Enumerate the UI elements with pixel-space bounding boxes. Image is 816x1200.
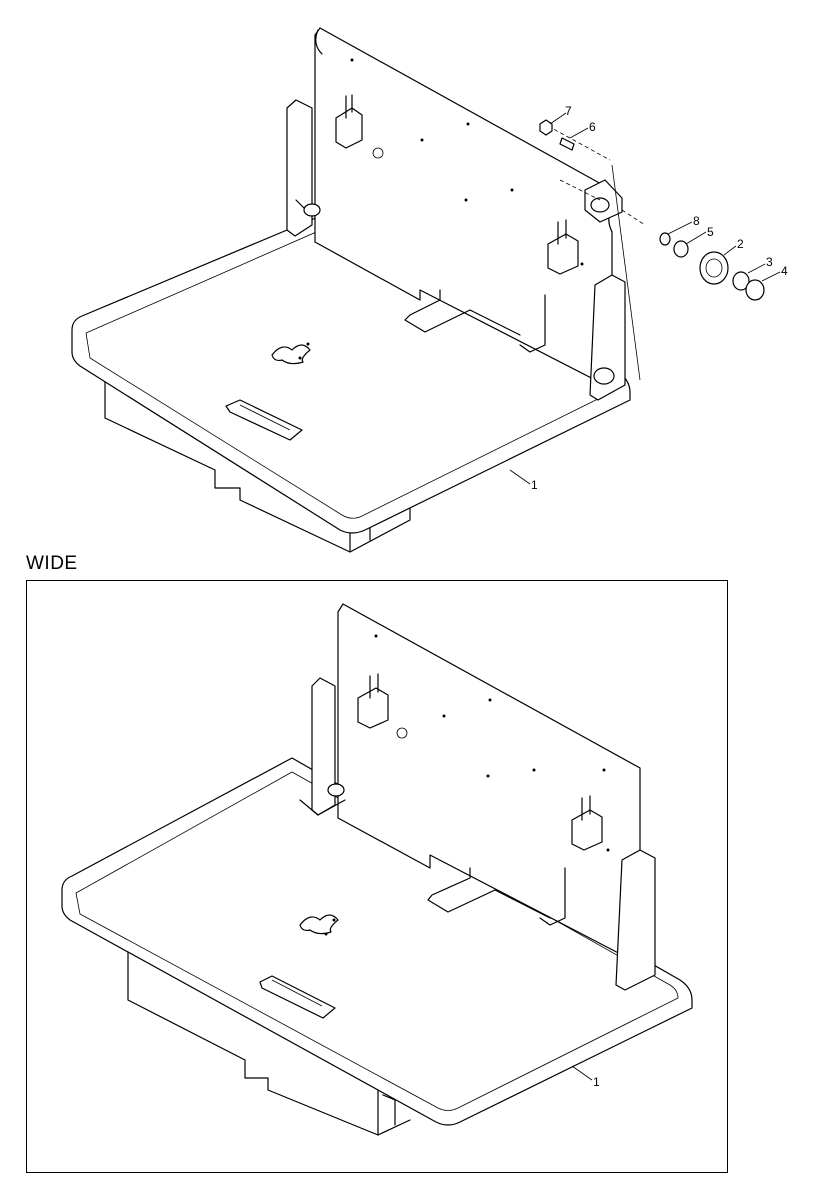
wide-callout-1: 1 [593,1075,600,1089]
wide-view-frame [26,580,728,1173]
bearing-icon [699,251,729,285]
callout-6: 6 [589,120,596,134]
wide-callouts: 1 [571,1065,600,1089]
washer-icon [659,232,671,246]
top-assembly [71,27,631,553]
callout-2: 2 [737,237,744,251]
e-ring-icon [732,271,750,291]
callout-4: 4 [781,264,788,278]
callout-1: 1 [531,478,538,492]
nut-icon [539,119,553,136]
ring-icon [745,279,765,301]
top-callouts: 7 6 8 5 2 3 4 1 [509,104,788,492]
wide-section-title: WIDE [26,553,78,574]
callout-3: 3 [766,255,773,269]
exploded-hardware [539,119,765,381]
callout-5: 5 [707,225,714,239]
wide-assembly [61,603,693,1136]
stud-icon [559,137,575,151]
callout-7: 7 [565,104,572,118]
spacer-icon [673,240,689,258]
callout-8: 8 [693,214,700,228]
